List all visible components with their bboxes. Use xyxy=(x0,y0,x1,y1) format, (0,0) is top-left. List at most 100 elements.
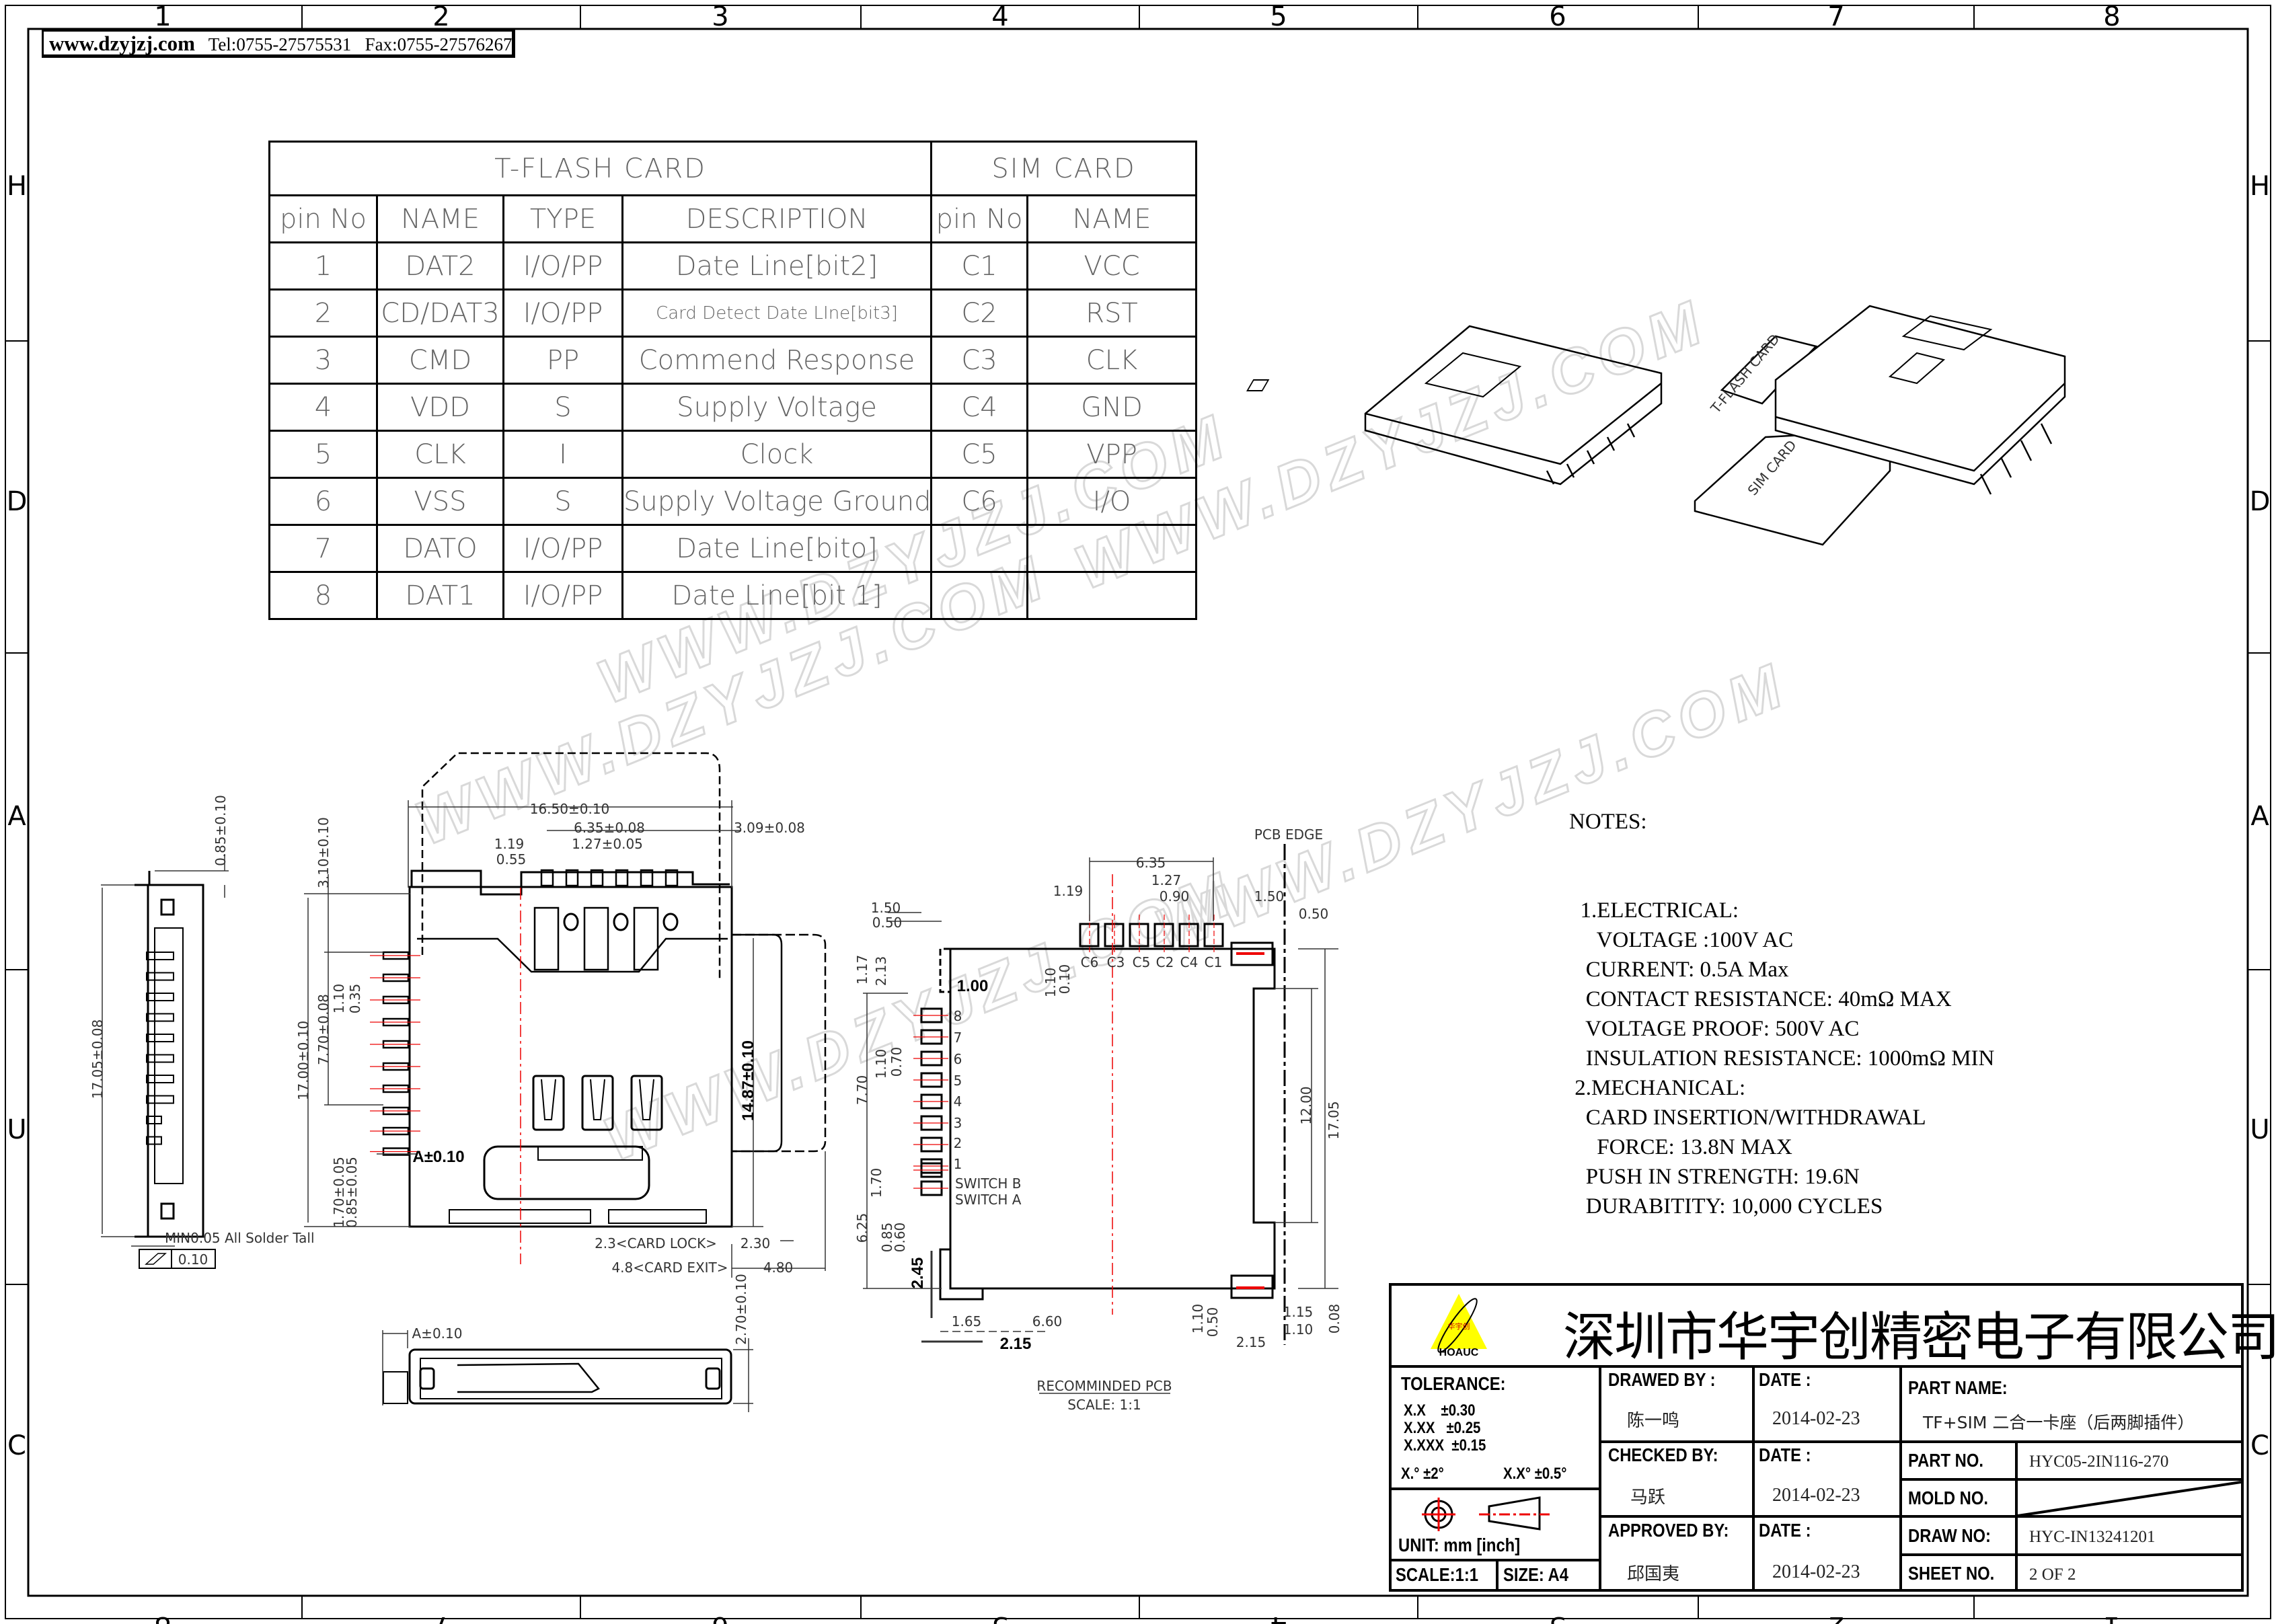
pin-name: CMD xyxy=(376,336,504,385)
grid-column-label: 1 xyxy=(2103,1611,2120,1624)
projection-symbol-icon xyxy=(1422,1496,1550,1531)
table-header-row: pin No NAME TYPE DESCRIPTION pin No NAME xyxy=(268,194,1198,243)
side-view-drawing xyxy=(101,854,229,1269)
dimension-label: 2.15 xyxy=(1000,1335,1032,1353)
checked-date: 2014-02-23 xyxy=(1772,1485,1860,1506)
dimension-label: 1.10 xyxy=(1042,968,1059,998)
date-label: DATE : xyxy=(1759,1444,1811,1465)
dimension-label: 14.87±0.10 xyxy=(739,1040,757,1121)
note-line: PUSH IN STRENGTH: 19.6N xyxy=(1569,1165,1860,1189)
table-title-row: T-FLASH CARD SIM CARD xyxy=(268,141,1198,196)
col-header: NAME xyxy=(376,194,504,243)
sim-pin-name: VCC xyxy=(1026,241,1198,291)
part-no-label: PART NO. xyxy=(1908,1450,1983,1471)
dimension-label: 1.27 xyxy=(1151,872,1182,888)
grid-column-label: 8 xyxy=(154,1611,171,1624)
pcb-scale-label: SCALE: 1:1 xyxy=(1067,1397,1141,1413)
pin-type: I/O/PP xyxy=(502,241,623,291)
sim-pin-name: GND xyxy=(1026,383,1198,432)
notes-block: NOTES: 1.ELECTRICAL: VOLTAGE :100V AC CU… xyxy=(1569,748,1994,1280)
dimension-label: 7.70 xyxy=(854,1075,870,1106)
dimension-label: 16.50±0.10 xyxy=(530,801,610,817)
pin-name: DAT1 xyxy=(376,571,504,620)
dimension-label: 0.50 xyxy=(1299,906,1329,922)
dimension-label: 0.85 xyxy=(879,1223,895,1253)
col-header: pin No xyxy=(268,194,378,243)
grid-column-label: 6 xyxy=(1549,1,1566,32)
grid-column-label: 5 xyxy=(1270,1,1287,32)
grid-column-label: 1 xyxy=(154,1,171,32)
grid-row-label: A xyxy=(7,801,26,832)
pin-assignment-table: T-FLASH CARD SIM CARD pin No NAME TYPE D… xyxy=(268,141,1198,620)
sim-pin-name: RST xyxy=(1026,288,1198,338)
sim-pin-no: C6 xyxy=(930,477,1029,526)
pin-no: 8 xyxy=(268,571,378,620)
part-name-value: TF+SIM 二合一卡座（后两脚插件） xyxy=(1923,1413,2195,1432)
logo-cn-text: 华宇创 xyxy=(1448,1321,1470,1331)
sim-pin-no: C2 xyxy=(930,288,1029,338)
dimension-label: 0.08 xyxy=(1326,1304,1342,1334)
grid-column-label: 4 xyxy=(991,1,1008,32)
tf-pad-label: 1 xyxy=(954,1156,962,1172)
dimension-label: MIN0.05 All Solder Tall xyxy=(165,1230,315,1246)
recommended-pcb-drawing xyxy=(863,844,1338,1345)
pin-no: 1 xyxy=(268,241,378,291)
grid-column-label: 4 xyxy=(1270,1611,1287,1624)
pin-type: I/O/PP xyxy=(502,288,623,338)
grid-row-label: D xyxy=(7,486,28,517)
mold-no-strike xyxy=(2018,1481,2241,1517)
pin-type: I/O/PP xyxy=(502,571,623,620)
pin-no: 4 xyxy=(268,383,378,432)
pin-type: I xyxy=(502,430,623,479)
sim-pin-name: I/O xyxy=(1026,477,1198,526)
note-line: INSULATION RESISTANCE: 1000mΩ MIN xyxy=(1569,1046,1995,1071)
pin-no: 3 xyxy=(268,336,378,385)
pin-name: VSS xyxy=(376,477,504,526)
note-line: CARD INSERTION/WITHDRAWAL xyxy=(1569,1106,1926,1130)
sim-pin-name xyxy=(1026,524,1198,573)
draw-no-label: DRAW NO: xyxy=(1908,1525,1991,1546)
dimension-label: 17.05±0.08 xyxy=(89,1019,106,1099)
dimension-label: 7.70±0.08 xyxy=(315,994,332,1065)
dimension-label: 1.19 xyxy=(494,836,525,852)
tf-pad-label: 7 xyxy=(954,1030,962,1046)
col-header: TYPE xyxy=(502,194,623,243)
grid-column-label: 3 xyxy=(712,1,728,32)
tolerance-xx: X.X ±0.30 xyxy=(1404,1401,1476,1420)
grid-column-label: 2 xyxy=(1827,1611,1844,1624)
sim-pin-no: C3 xyxy=(930,336,1029,385)
dimension-label: 0.85±0.10 xyxy=(213,795,229,866)
tolerance-xxxx: X.XXX ±0.15 xyxy=(1404,1436,1486,1455)
pin-no: 5 xyxy=(268,430,378,479)
pin-name: DATO xyxy=(376,524,504,573)
pcb-edge-label: PCB EDGE xyxy=(1254,826,1323,843)
tolerance-xxx: X.XX ±0.25 xyxy=(1404,1419,1481,1437)
dimension-label: 6.60 xyxy=(1032,1313,1063,1329)
sheet-no-value: 2 OF 2 xyxy=(2029,1565,2076,1584)
date-label: DATE : xyxy=(1759,1520,1811,1541)
3d-render-assembled xyxy=(1246,325,1663,486)
dimension-label: 0.50 xyxy=(1205,1307,1221,1338)
col-header: DESCRIPTION xyxy=(621,194,933,243)
sim-pin-name xyxy=(1026,571,1198,620)
pin-name: DAT2 xyxy=(376,241,504,291)
drawn-date: 2014-02-23 xyxy=(1772,1408,1860,1429)
dimension-label: 3.10±0.10 xyxy=(315,817,332,888)
tel-text: Tel:0755-27575531 xyxy=(208,34,352,54)
note-line: 1.ELECTRICAL: xyxy=(1569,898,1739,923)
grid-column-label: 8 xyxy=(2103,1,2120,32)
switch-a-label: SWITCH A xyxy=(955,1192,1022,1208)
dimension-label: 0.50 xyxy=(872,915,903,931)
pin-name: VDD xyxy=(376,383,504,432)
drawn-by-label: DRAWED BY : xyxy=(1608,1369,1716,1390)
approved-date: 2014-02-23 xyxy=(1772,1561,1860,1582)
tf-pad-label: 8 xyxy=(954,1008,962,1024)
pin-no: 2 xyxy=(268,288,378,338)
